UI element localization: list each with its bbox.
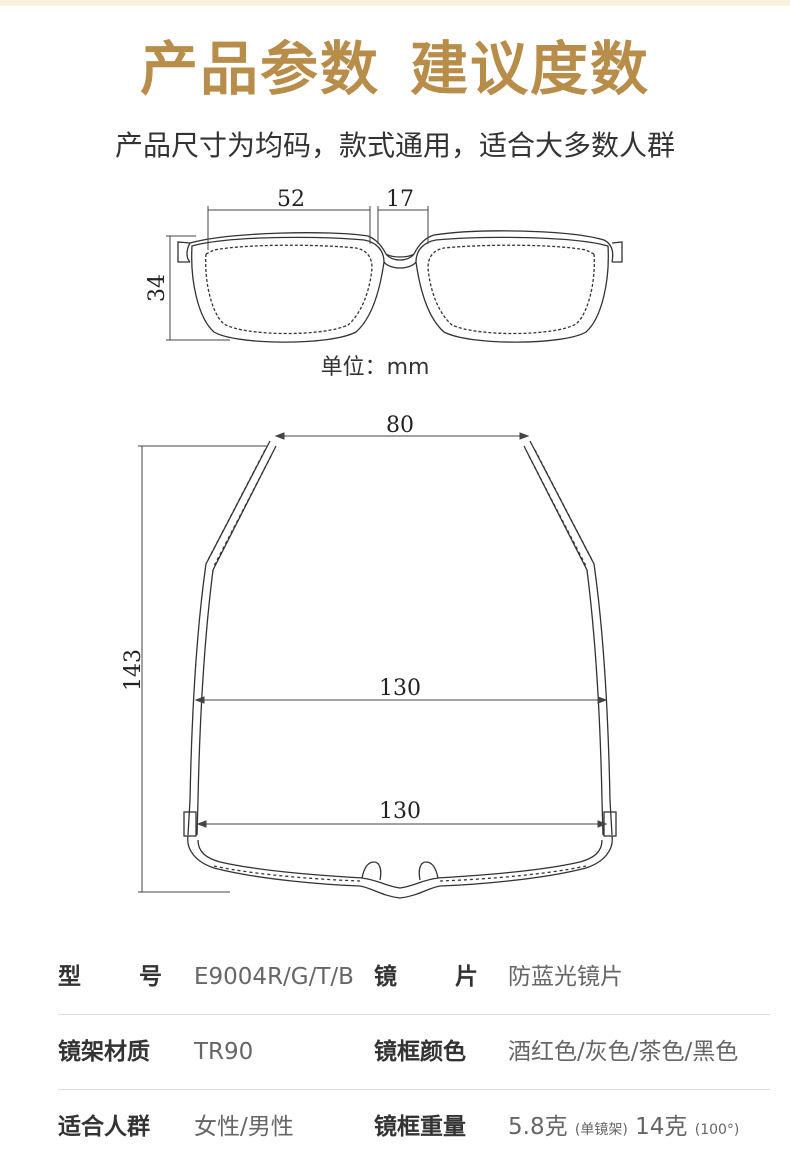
spec-row-model: 型号 E9004R/G/T/B 镜片 防蓝光镜片 [58, 940, 770, 1015]
page-title: 产品参数建议度数 [0, 32, 790, 106]
top-view-glasses [183, 440, 617, 899]
unit-label: 单位：mm [320, 355, 430, 380]
title-suggested-degree: 建议度数 [410, 35, 651, 103]
spec-value-audience: 女性/男性 [194, 1114, 294, 1140]
spec-value-color: 酒红色/灰色/茶色/黑色 [508, 1039, 739, 1065]
spec-table: 型号 E9004R/G/T/B 镜片 防蓝光镜片 镜架材质 TR90 镜框颜色 … [58, 940, 770, 1164]
spec-label-lens: 镜片 [374, 964, 478, 990]
spec-value-model: E9004R/G/T/B [194, 964, 354, 990]
title-params: 产品参数 [139, 35, 380, 103]
width-middle-label: 130 [379, 676, 421, 701]
glasses-dimension-diagram: 52 17 34 80 143 130 130 [121, 187, 623, 899]
total-length-label: 143 [121, 649, 146, 691]
spec-label-weight: 镜框重量 [374, 1114, 466, 1140]
spec-label-material: 镜架材质 [58, 1039, 150, 1065]
width-front-label: 130 [379, 799, 421, 824]
page-subtitle: 产品尺寸为均码，款式通用，适合大多数人群 [114, 129, 675, 162]
temple-gap-label: 80 [386, 413, 414, 438]
spec-value-weight: 5.8克 (单镜架) 14克 (100°) [508, 1114, 740, 1140]
spec-label-color: 镜框颜色 [374, 1039, 466, 1065]
lens-width-label: 52 [277, 187, 305, 212]
spec-value-material: TR90 [194, 1039, 254, 1065]
spec-row-material: 镜架材质 TR90 镜框颜色 酒红色/灰色/茶色/黑色 [58, 1015, 770, 1090]
top-view-dimension-lines [138, 432, 608, 893]
spec-label-model: 型号 [58, 964, 162, 990]
spec-row-audience: 适合人群 女性/男性 镜框重量 5.8克 (单镜架) 14克 (100°) [58, 1090, 770, 1164]
spec-label-audience: 适合人群 [58, 1114, 150, 1140]
front-view-dimension-lines [166, 206, 429, 341]
lens-height-label: 34 [145, 274, 170, 302]
top-accent-bar [0, 0, 790, 6]
spec-value-lens: 防蓝光镜片 [508, 964, 623, 990]
front-view-glasses [177, 230, 623, 343]
bridge-width-label: 17 [386, 187, 414, 212]
